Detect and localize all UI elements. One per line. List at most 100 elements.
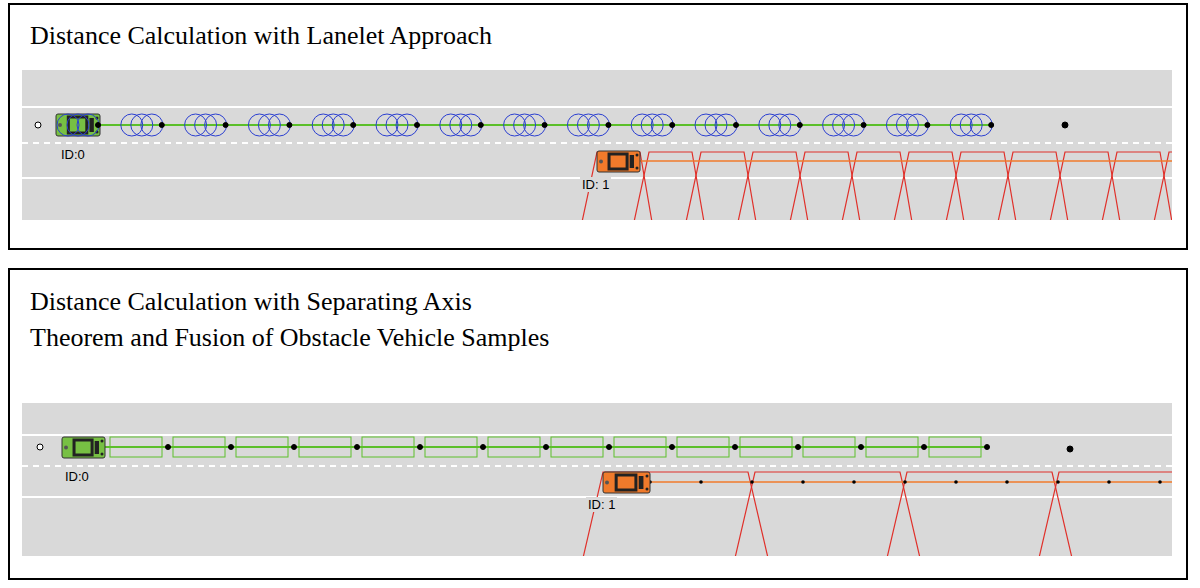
collision-circle <box>705 114 727 136</box>
sample-point <box>985 445 990 450</box>
collision-circle <box>121 114 143 136</box>
collision-circle <box>896 114 918 136</box>
obstacle-path <box>640 160 1172 162</box>
occupancy-trapezoid <box>887 472 1072 556</box>
ego-box <box>614 437 666 457</box>
sample-point <box>478 123 483 128</box>
sample-point <box>797 123 802 128</box>
vehicle-id: ID:0 <box>63 469 91 484</box>
collision-circle <box>759 114 781 136</box>
scene-2 <box>37 437 1172 556</box>
collision-circle <box>577 114 599 136</box>
sample-point <box>796 445 801 450</box>
sample-point <box>670 123 675 128</box>
sample-point <box>35 122 41 128</box>
obstacle-sample <box>903 480 907 484</box>
collision-circle <box>258 114 280 136</box>
collision-circle <box>960 114 982 136</box>
sample-point <box>351 123 356 128</box>
sample-point <box>159 123 164 128</box>
vehicle-id: ID:0 <box>59 147 87 162</box>
diagram-panel: Distance Calculation with Lanelet Approa… <box>8 3 1188 250</box>
collision-circle <box>67 114 89 136</box>
occupancy-trapezoid <box>1039 472 1172 556</box>
collision-circle <box>195 114 217 136</box>
occupancy-trapezoid <box>1154 152 1172 220</box>
collision-circle <box>823 114 845 136</box>
obstacle-sample <box>1005 480 1009 484</box>
sample-point <box>37 444 43 450</box>
sample-point <box>229 445 234 450</box>
sample-point <box>418 445 423 450</box>
ego-box <box>677 437 729 457</box>
sample-point <box>606 123 611 128</box>
obstacle-sample <box>1107 480 1111 484</box>
panel-title: Distance Calculation with Lanelet Approa… <box>10 5 1130 53</box>
ego-box <box>551 437 603 457</box>
vehicle <box>597 151 640 172</box>
vehicle <box>56 114 100 136</box>
occupancy-trapezoid <box>735 472 920 556</box>
collision-circle <box>248 114 270 136</box>
collision-circle <box>695 114 717 136</box>
sample-point <box>292 445 297 450</box>
sample-point <box>542 123 547 128</box>
obstacle-path <box>650 481 1172 483</box>
ego-box <box>803 437 855 457</box>
sample-point <box>287 123 292 128</box>
vehicle <box>62 437 105 458</box>
collision-circle <box>312 114 334 136</box>
ego-box <box>866 437 918 457</box>
collision-circle <box>514 114 536 136</box>
occupancy-trapezoid <box>583 472 768 556</box>
collision-circle <box>386 114 408 136</box>
collision-circle <box>57 114 79 136</box>
sample-point <box>733 445 738 450</box>
collision-circle <box>886 114 908 136</box>
obstacle-sample <box>750 480 754 484</box>
sample-point <box>607 445 612 450</box>
sample-point <box>1067 446 1073 452</box>
collision-circle <box>833 114 855 136</box>
sample-point <box>223 123 228 128</box>
collision-circle <box>567 114 589 136</box>
scene-1 <box>35 114 1172 220</box>
ego-box <box>362 437 414 457</box>
diagram-panel: Distance Calculation with Separating Axi… <box>8 268 1188 580</box>
sample-point <box>989 123 994 128</box>
ego-box <box>236 437 288 457</box>
ego-box <box>425 437 477 457</box>
ego-box <box>740 437 792 457</box>
sample-point <box>861 123 866 128</box>
sample-point <box>544 445 549 450</box>
ego-box <box>929 437 981 457</box>
sample-point <box>415 123 420 128</box>
obstacle-sample <box>699 480 703 484</box>
sample-point <box>166 445 171 450</box>
sample-point <box>670 445 675 450</box>
collision-circle <box>641 114 663 136</box>
collision-circle <box>950 114 972 136</box>
vehicle-id: ID: 1 <box>586 497 617 512</box>
collision-circle <box>440 114 462 136</box>
ego-box <box>110 437 162 457</box>
collision-circle <box>504 114 526 136</box>
panel-title: Distance Calculation with Separating Axi… <box>10 270 565 356</box>
collision-circle <box>131 114 153 136</box>
sample-point <box>481 445 486 450</box>
ego-box <box>173 437 225 457</box>
sample-point <box>355 445 360 450</box>
road-1 <box>22 70 1172 220</box>
obstacle-sample <box>1158 480 1162 484</box>
obstacle-sample <box>1056 480 1060 484</box>
sample-point <box>734 123 739 128</box>
sample-point <box>922 445 927 450</box>
vehicle-id: ID: 1 <box>580 177 611 192</box>
ego-box <box>488 437 540 457</box>
sample-point <box>859 445 864 450</box>
ego-box <box>299 437 351 457</box>
collision-circle <box>322 114 344 136</box>
vehicle <box>603 472 650 493</box>
sample-point <box>96 123 101 128</box>
sample-point <box>925 123 930 128</box>
